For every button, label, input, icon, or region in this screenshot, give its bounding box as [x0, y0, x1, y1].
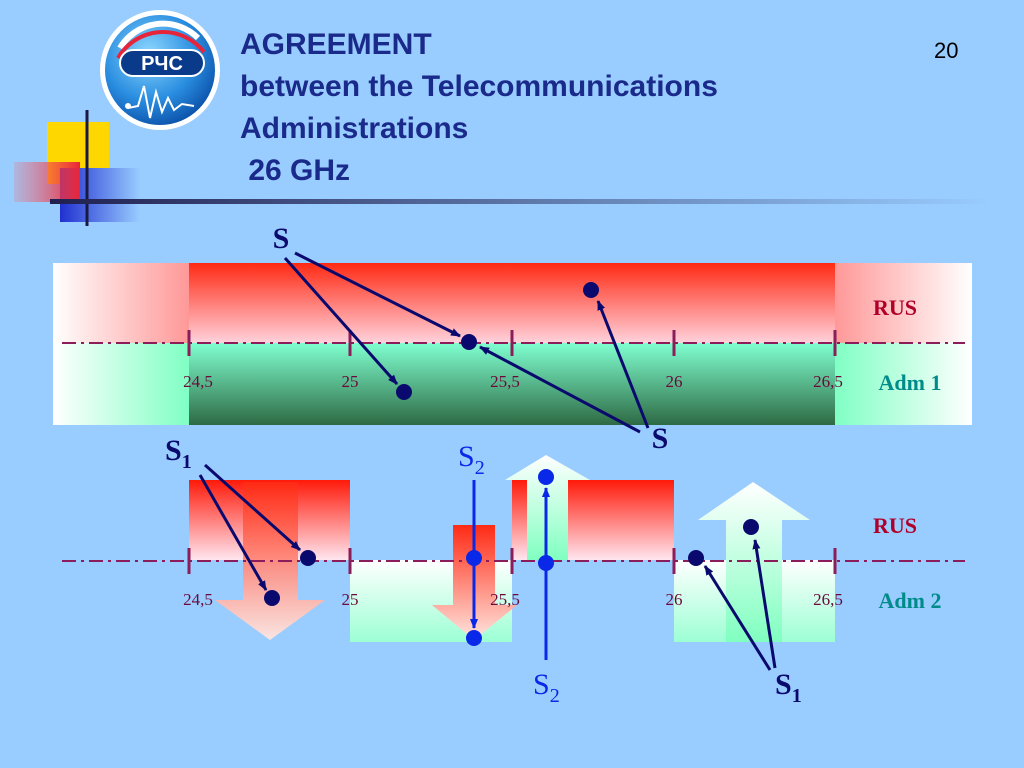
band1-adm-band — [189, 343, 835, 425]
band2-receiver-dot-2 — [264, 590, 280, 606]
band1-tick-label-25-5: 25,5 — [490, 372, 520, 391]
band1-rus-right-fade — [835, 263, 972, 343]
rchs-logo: РЧС — [100, 10, 220, 130]
band2-station-s2-bottom-label: S2 — [533, 668, 560, 707]
band2-tick-label-24-5: 24,5 — [183, 590, 213, 609]
band2-station-s2-top-subscript: 2 — [475, 457, 485, 479]
band2-station-s1-right-subscript: 1 — [792, 685, 802, 707]
band1-arrow-s-to-boundary-2 — [479, 345, 641, 434]
band2-adm-label: Adm 2 — [879, 588, 942, 613]
band2-rus-label: RUS — [873, 513, 917, 538]
band2-arrow-s1-to-lower — [198, 474, 268, 591]
band1-rus-label: RUS — [873, 295, 917, 320]
title-line-4: 26 GHz — [240, 154, 351, 187]
band1-adm-right-fade — [835, 343, 972, 425]
band2-station-s2-bottom-subscript: 2 — [550, 685, 560, 707]
title-line-2: between the Telecommunications — [240, 70, 718, 103]
band1-arrow-s-to-upper — [596, 300, 650, 429]
band1-tick-label-25: 25 — [342, 372, 359, 391]
band2-station-s1-left-subscript: 1 — [182, 451, 192, 473]
band1-arrow-s-to-boundary — [294, 251, 461, 338]
band2-station-s1-left-name: S — [165, 434, 182, 467]
band2-station-s2-top-label: S2 — [458, 440, 485, 479]
band2-receiver-dot-6 — [538, 469, 554, 485]
band2-receiver-dot-7 — [688, 550, 704, 566]
band2-receiver-dot-5 — [538, 555, 554, 571]
band2-tick-label-25: 25 — [342, 590, 359, 609]
band1-station-s-top-label: S — [273, 222, 290, 255]
band2-arrow-s1-to-boundary-2 — [703, 565, 772, 671]
band2-station-s1-right-label: S1 — [775, 668, 802, 707]
band-plan-1: 24,5 25 25,5 26 26,5 RUS Adm 1 S S — [53, 222, 972, 455]
band1-tick-label-26: 26 — [666, 372, 683, 391]
band2-arrow-s1-to-boundary — [203, 463, 302, 552]
band2-station-s2-bottom-name: S — [533, 668, 550, 701]
band2-receiver-dot-3 — [466, 550, 482, 566]
band2-tick-label-25-5: 25,5 — [490, 590, 520, 609]
band1-receiver-dot-3 — [583, 282, 599, 298]
band2-station-s2-top-name: S — [458, 440, 475, 473]
band1-adm-left-fade — [53, 343, 189, 425]
band2-tick-label-26: 26 — [666, 590, 683, 609]
band-plan-2: 24,5 25 25,5 26 26,5 RUS Adm 2 S1 S2 S2 … — [62, 434, 965, 707]
page-number: 20 — [934, 38, 959, 63]
band1-receiver-dot-1 — [396, 384, 412, 400]
band2-station-s1-left-label: S1 — [165, 434, 192, 473]
band1-rus-left-fade — [53, 263, 189, 343]
band2-arrow-s1-to-upper — [752, 539, 777, 669]
slide-title: AGREEMENT between the Telecommunications… — [240, 24, 718, 192]
band1-tick-label-26-5: 26,5 — [813, 372, 843, 391]
logo-text: РЧС — [141, 53, 183, 75]
band1-adm-label: Adm 1 — [879, 370, 942, 395]
band2-tick-label-26-5: 26,5 — [813, 590, 843, 609]
decorative-header-shapes — [14, 110, 990, 226]
title-line-1: AGREEMENT — [240, 28, 432, 61]
band2-receiver-dot-4 — [466, 630, 482, 646]
red-block — [14, 162, 80, 202]
band1-station-s-bottom-label: S — [652, 422, 669, 455]
band1-rus-band — [189, 263, 835, 343]
band1-arrow-s-to-lower — [283, 257, 399, 385]
title-line-3: Administrations — [240, 112, 469, 145]
title-separator-line — [50, 199, 990, 204]
band2-station-s1-right-name: S — [775, 668, 792, 701]
band2-receiver-dot-8 — [743, 519, 759, 535]
band1-tick-label-24-5: 24,5 — [183, 372, 213, 391]
band1-receiver-dot-2 — [461, 334, 477, 350]
band2-receiver-dot-1 — [300, 550, 316, 566]
